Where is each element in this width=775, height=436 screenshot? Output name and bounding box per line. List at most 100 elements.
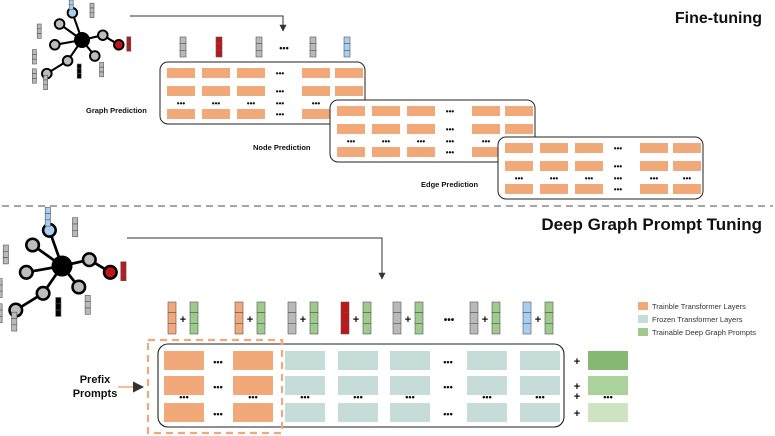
graph-prediction-grid-layer-block bbox=[237, 86, 265, 96]
plus-sign: + bbox=[300, 314, 306, 326]
bottom-input-token-cell bbox=[522, 323, 532, 335]
graph-token-blue-cell bbox=[44, 219, 51, 227]
node-prediction-grid-layer-block bbox=[472, 147, 500, 157]
graph-prediction-grid-col-ellipsis: ••• bbox=[276, 110, 285, 119]
top-token bbox=[343, 36, 351, 58]
graph-prediction-grid-layer-block bbox=[167, 86, 195, 96]
graph-token-red-cell bbox=[120, 261, 127, 269]
graph-token-black-cell bbox=[76, 73, 82, 79]
bottom-prompt-token bbox=[414, 301, 424, 335]
bottom-input-token bbox=[234, 301, 244, 335]
node-prediction-grid-row-ellipsis: ••• bbox=[482, 137, 491, 146]
graph-token-cell bbox=[11, 318, 18, 326]
legend-label-prompts: Trainable Deep Graph Prompts bbox=[652, 328, 756, 337]
graph-token-blue bbox=[44, 206, 51, 227]
bottom-graph-icon bbox=[0, 206, 127, 332]
edge-prediction-grid-layer-block bbox=[673, 143, 701, 153]
top-token-cell bbox=[179, 50, 187, 58]
row-ellipsis: ••• bbox=[535, 392, 544, 402]
graph-token-red-cell bbox=[126, 46, 132, 52]
deep-prompt-tuning-title: Deep Graph Prompt Tuning bbox=[541, 215, 762, 234]
legend-label-frozen: Frozen Transformer Layers bbox=[652, 315, 743, 324]
edge-prediction-grid-layer-block bbox=[540, 143, 568, 153]
edge-prediction-grid-layer-block bbox=[575, 143, 603, 153]
bottom-input-token-cell bbox=[167, 301, 177, 313]
graph-token-cell bbox=[11, 324, 18, 332]
prompt-ellipsis: ••• bbox=[603, 392, 612, 402]
graph-prediction-grid-layer-block bbox=[167, 68, 195, 78]
node-prediction-grid-col-ellipsis: ••• bbox=[446, 107, 455, 116]
graph-token-cell bbox=[36, 23, 42, 30]
graph-token-cell bbox=[2, 251, 9, 258]
node-prediction-grid-layer-block bbox=[407, 147, 435, 157]
row-ellipsis: ••• bbox=[405, 392, 414, 402]
graph-prediction-grid-layer-block bbox=[237, 68, 265, 78]
graph-node bbox=[18, 264, 34, 280]
graph-token-cell bbox=[32, 54, 37, 60]
trainable-layer-block bbox=[164, 351, 204, 370]
top-token-row: ••• bbox=[179, 36, 351, 58]
edge-prediction-grid-layer-block bbox=[640, 184, 668, 194]
graph-token-cell bbox=[89, 2, 95, 9]
graph-token-cell bbox=[0, 290, 3, 298]
top-token-cell bbox=[309, 50, 317, 58]
bottom-prompt-token-cell bbox=[309, 312, 319, 324]
plus-sign: + bbox=[574, 381, 580, 393]
graph-node bbox=[49, 39, 61, 51]
top-token-cell bbox=[343, 36, 351, 44]
node-prediction-grid-row-ellipsis: ••• bbox=[417, 137, 426, 146]
bottom-prompt-token-cell bbox=[189, 323, 199, 335]
edge-prediction-grid-layer-block bbox=[640, 161, 668, 171]
edge-prediction-grid-row-ellipsis: ••• bbox=[683, 174, 692, 183]
frozen-col-ellipsis: ••• bbox=[443, 357, 452, 367]
plus-sign: + bbox=[353, 314, 359, 326]
frozen-layer-block bbox=[338, 376, 378, 395]
frozen-layer-block bbox=[390, 351, 430, 370]
graph-prediction-grid-layer-block bbox=[202, 109, 230, 119]
plus-sign: + bbox=[574, 391, 580, 403]
graph-token-cell bbox=[36, 33, 42, 39]
graph-token-cell bbox=[0, 278, 3, 286]
row-ellipsis: ••• bbox=[300, 392, 309, 402]
finetuning-title: Fine-tuning bbox=[675, 10, 762, 27]
edge-prediction-grid-layer-block bbox=[505, 184, 533, 194]
node-prediction-grid-col-ellipsis: ••• bbox=[446, 148, 455, 157]
bottom-input-token-cell bbox=[469, 323, 479, 335]
graph-node bbox=[97, 29, 109, 41]
prefix-dashed-box bbox=[146, 338, 284, 435]
graph-token-red-cell bbox=[120, 267, 127, 275]
bottom-prompt-token-cell bbox=[414, 301, 424, 313]
bottom-prompt-token-cell bbox=[544, 323, 554, 335]
graph-prediction-grid-layer-block bbox=[237, 109, 265, 119]
node-prediction-grid-layer-block bbox=[407, 106, 435, 116]
bottom-input-token-cell bbox=[234, 312, 244, 324]
graph-token-blue-cell bbox=[68, 4, 74, 10]
graph-prediction-grid-layer-block bbox=[302, 109, 330, 119]
frozen-layer-block bbox=[285, 403, 325, 422]
graph-token bbox=[2, 244, 9, 265]
legend-label-trainable: Trainble Transformer Layers bbox=[652, 302, 746, 311]
legend-swatch-prompts bbox=[638, 328, 648, 336]
bottom-prompt-token-cell bbox=[362, 312, 372, 324]
top-token-cell bbox=[215, 50, 223, 58]
edge-prediction-grid-center-ellipsis: ••• bbox=[614, 174, 623, 183]
graph-token-cell bbox=[11, 311, 18, 319]
graph-token-blue-cell bbox=[44, 206, 51, 214]
graph-token-cell bbox=[32, 73, 37, 79]
graph-token bbox=[99, 62, 104, 78]
bottom-input-token bbox=[167, 301, 177, 335]
bottom-prompt-token-cell bbox=[362, 301, 372, 313]
bottom-prompt-token-cell bbox=[256, 301, 266, 313]
top-token bbox=[215, 36, 223, 58]
finetune-task-grids: ••••••••••••••••••••••••••••••••••••••••… bbox=[159, 61, 704, 200]
graph-token-cell bbox=[84, 307, 91, 315]
top-arrow bbox=[130, 15, 287, 32]
node-prediction-grid-row-ellipsis: ••• bbox=[382, 137, 391, 146]
graph-token-cell bbox=[2, 244, 9, 252]
bottom-input-token-cell bbox=[167, 312, 177, 324]
top-token-cell bbox=[343, 50, 351, 58]
plus-sign: + bbox=[405, 314, 411, 326]
plus-sign: + bbox=[180, 314, 186, 326]
bottom-prompt-token bbox=[491, 301, 501, 335]
prefix-label-line1: Prefix bbox=[80, 374, 111, 386]
